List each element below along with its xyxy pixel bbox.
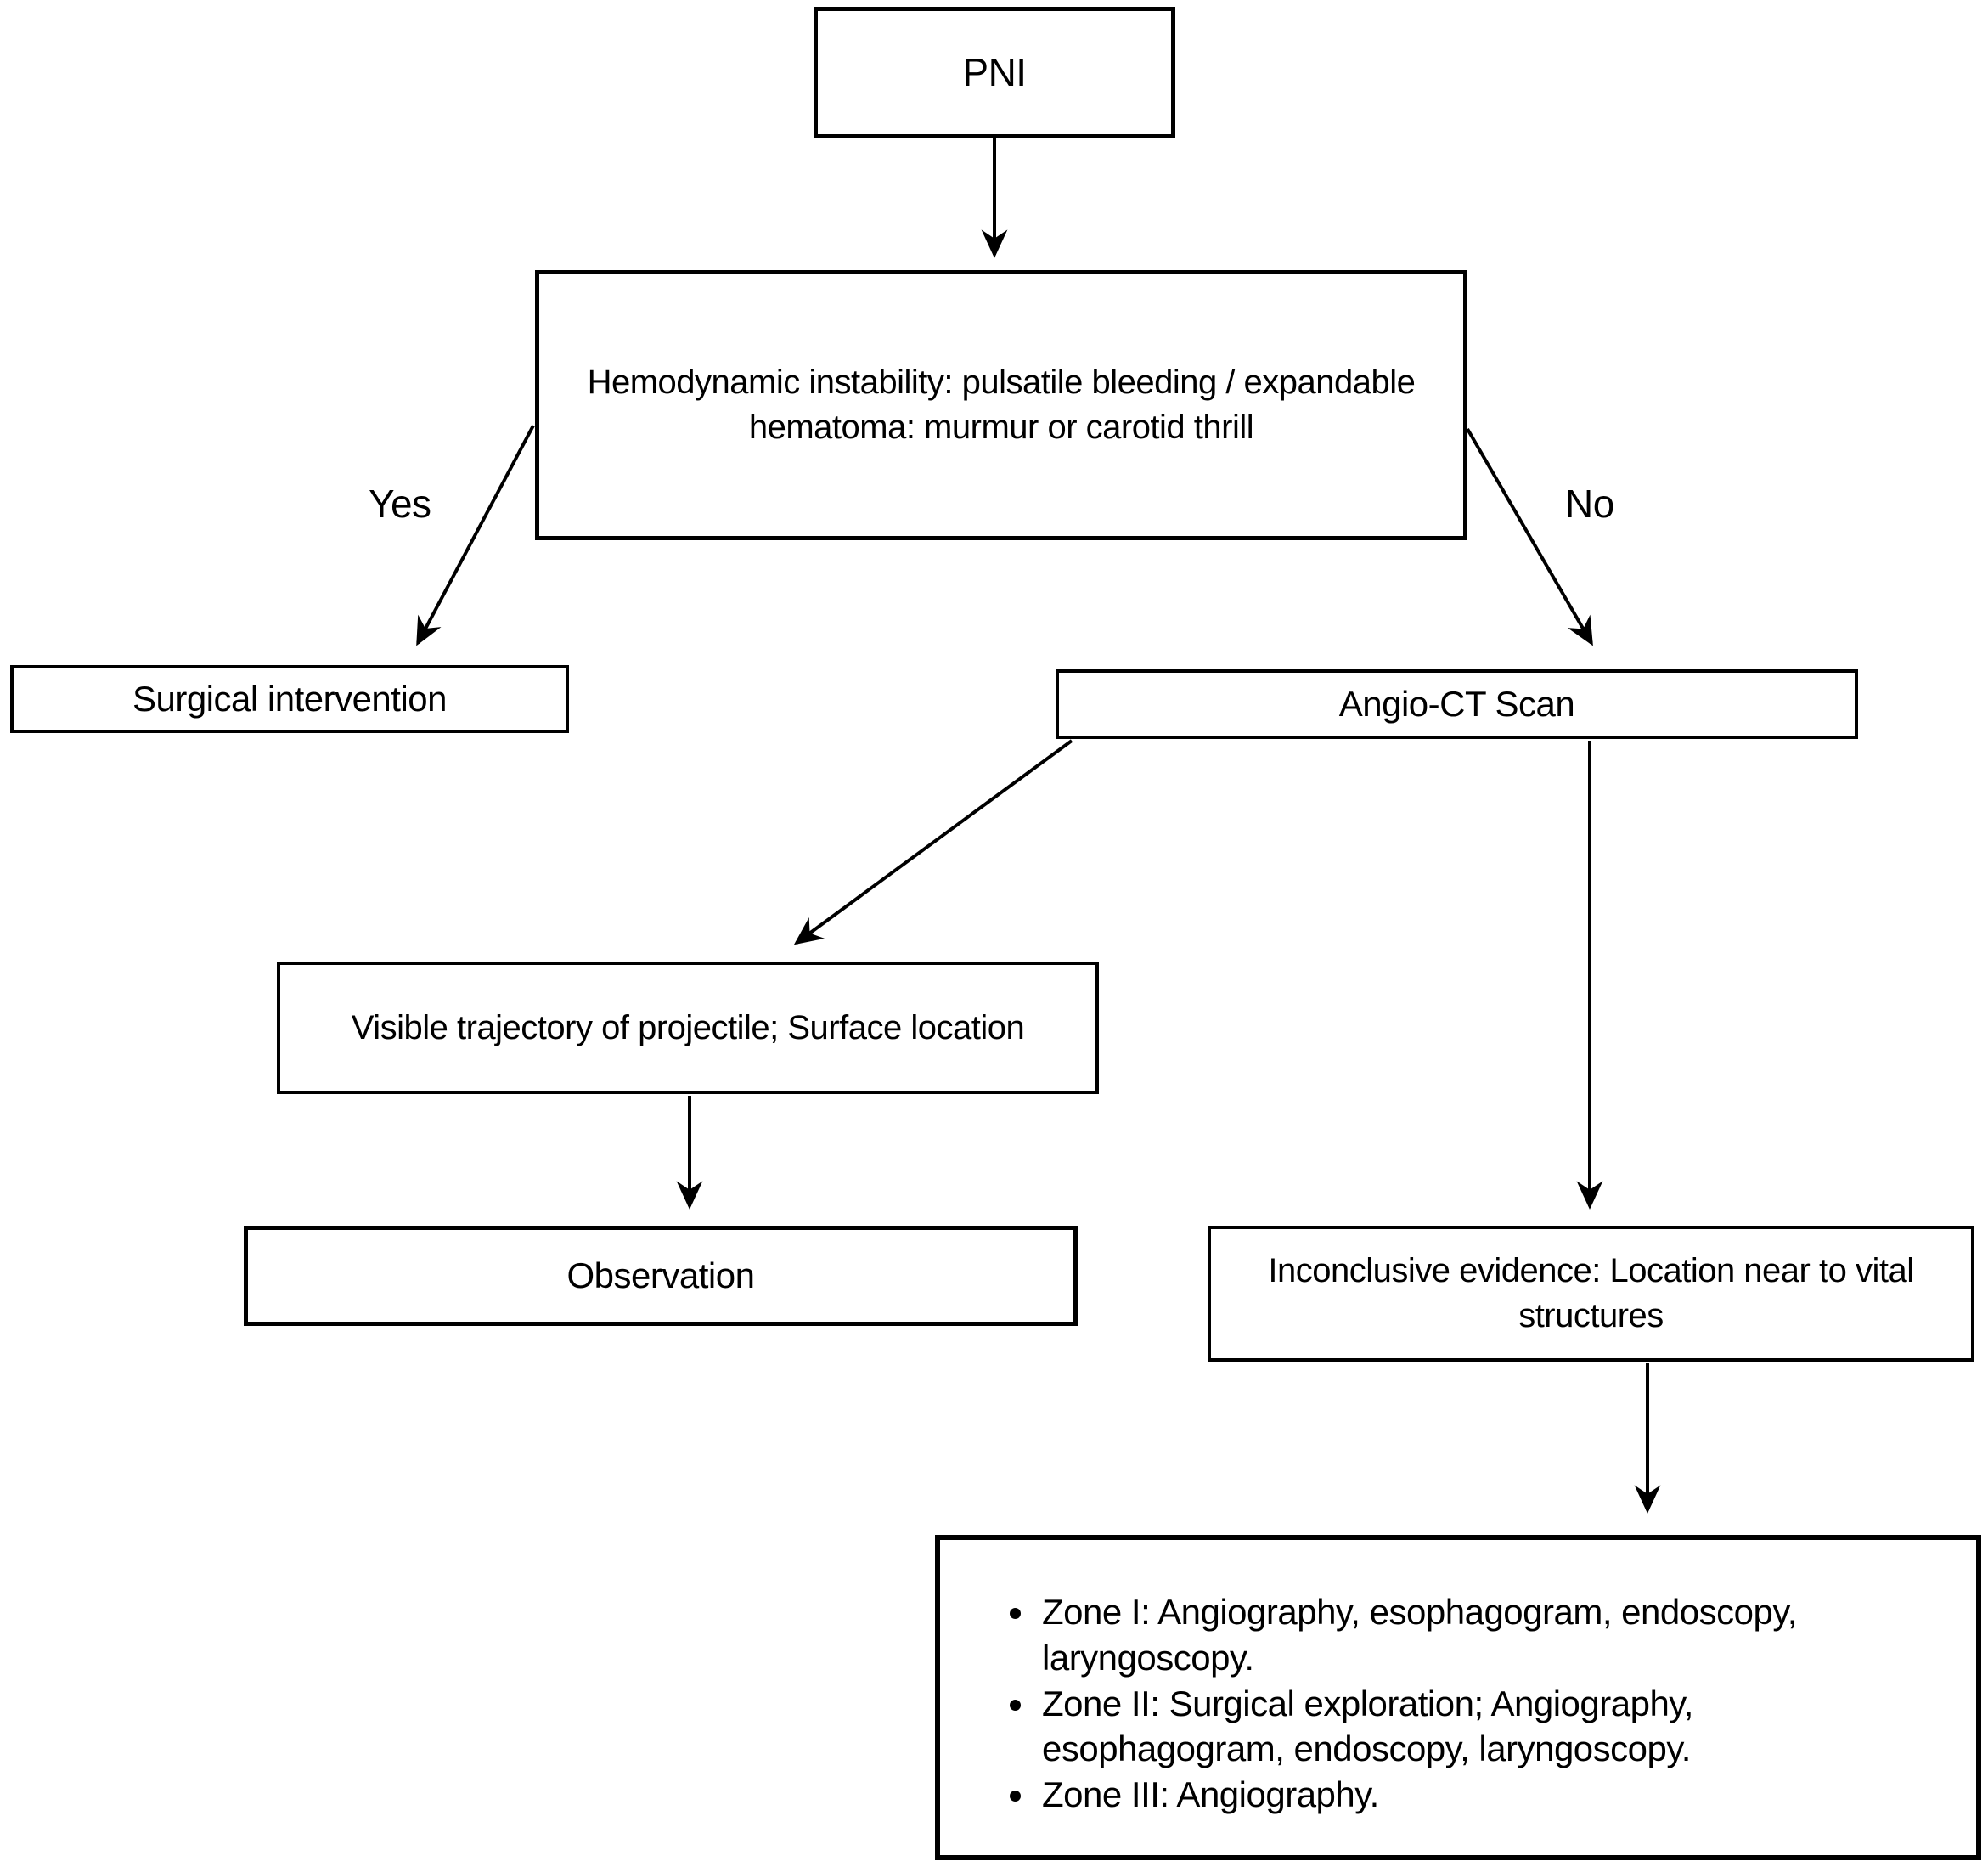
node-observation: Observation: [244, 1226, 1078, 1326]
edge-label-yes: Yes: [369, 482, 431, 526]
zone-item: Zone III: Angiography.: [1037, 1772, 1917, 1818]
zone-item: Zone I: Angiography, esophagogram, endos…: [1037, 1589, 1917, 1681]
node-surgical-intervention: Surgical intervention: [10, 665, 569, 733]
node-hemodynamic-instability: Hemodynamic instability: pulsatile bleed…: [535, 270, 1467, 540]
edge-hemodynamic-to-angio: [1466, 427, 1593, 646]
zone-recommendations-list: Zone I: Angiography, esophagogram, endos…: [988, 1589, 1917, 1818]
node-zone-recommendations: Zone I: Angiography, esophagogram, endos…: [935, 1535, 1981, 1860]
edge-angio-to-visible: [793, 739, 1073, 945]
zone-item: Zone II: Surgical exploration; Angiograp…: [1037, 1681, 1917, 1773]
node-visible-trajectory-label: Visible trajectory of projectile; Surfac…: [351, 1008, 1025, 1046]
node-angio-ct-scan-label: Angio-CT Scan: [1338, 684, 1575, 725]
node-inconclusive-evidence-label: Inconclusive evidence: Location near to …: [1268, 1252, 1914, 1334]
node-hemodynamic-instability-label: Hemodynamic instability: pulsatile bleed…: [587, 364, 1416, 446]
node-pni: PNI: [814, 7, 1175, 138]
node-surgical-intervention-label: Surgical intervention: [132, 679, 448, 719]
node-inconclusive-evidence: Inconclusive evidence: Location near to …: [1208, 1226, 1974, 1362]
edge-hemodynamic-to-surgical: [416, 425, 535, 646]
edge-label-no: No: [1565, 482, 1614, 526]
node-pni-label: PNI: [962, 50, 1027, 95]
node-angio-ct-scan: Angio-CT Scan: [1056, 669, 1858, 739]
node-observation-label: Observation: [566, 1255, 755, 1296]
node-visible-trajectory: Visible trajectory of projectile; Surfac…: [277, 962, 1099, 1094]
